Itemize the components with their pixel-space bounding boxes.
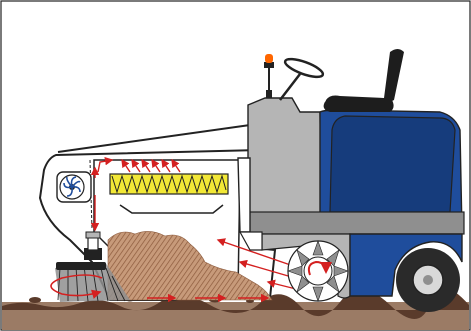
- operator-seat: [324, 49, 404, 112]
- steering-wheel: [280, 56, 325, 100]
- fan-icon: [57, 172, 91, 202]
- main-brush: [288, 241, 348, 301]
- beacon-light: [264, 54, 274, 98]
- filter-element: [110, 174, 228, 194]
- rear-wheel: [396, 248, 460, 312]
- hopper-lid: [58, 125, 262, 152]
